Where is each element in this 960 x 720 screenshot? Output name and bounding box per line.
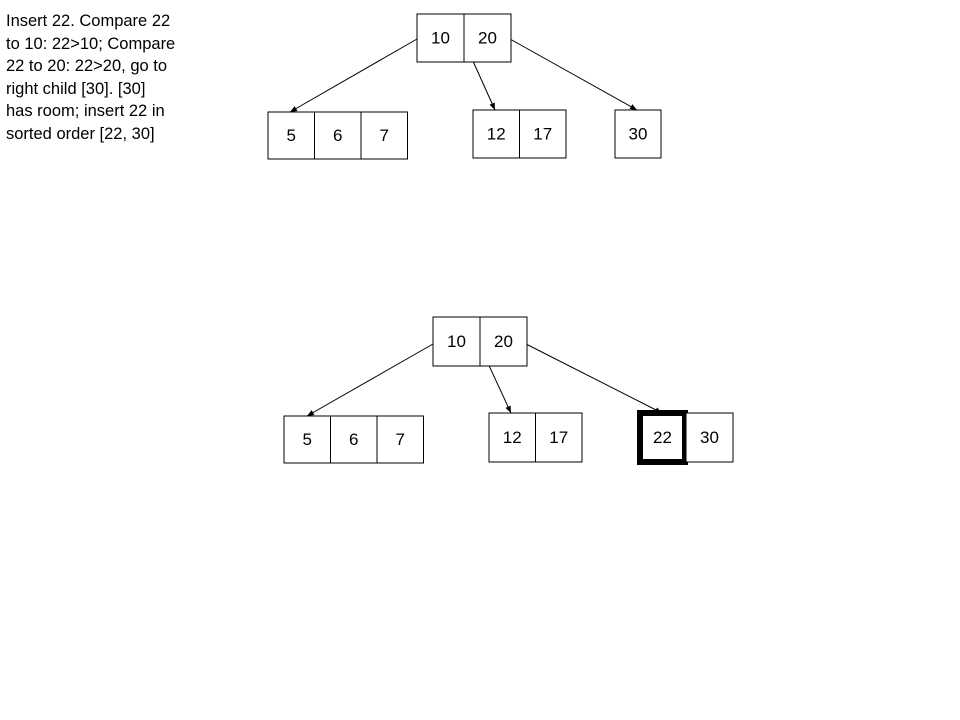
key-cell <box>283 415 331 464</box>
key-label: 22 <box>653 428 672 447</box>
child-pointer-arrow <box>289 38 418 113</box>
child-pointer-arrow <box>306 343 434 417</box>
key-cell <box>267 111 315 160</box>
key-label: 7 <box>396 430 405 449</box>
key-label: 10 <box>447 332 466 351</box>
key-cell <box>432 316 481 367</box>
key-cell <box>614 109 662 159</box>
key-cell <box>479 316 528 367</box>
key-cell <box>314 111 362 160</box>
key-label: 6 <box>333 126 342 145</box>
after-root-node: 10 20 <box>432 316 528 367</box>
key-label: 17 <box>533 125 552 144</box>
highlighted-key-cell <box>638 412 687 463</box>
key-cell <box>685 412 734 463</box>
before-child-node-1: 5 6 7 <box>267 111 408 160</box>
key-cell <box>535 412 583 463</box>
after-child-node-2: 12 17 <box>488 412 583 463</box>
key-cell <box>488 412 536 463</box>
key-cell <box>376 415 424 464</box>
key-cell <box>463 13 512 63</box>
key-cell <box>519 109 567 159</box>
before-child-node-3: 30 <box>614 109 662 159</box>
key-label: 10 <box>431 29 450 48</box>
key-label: 12 <box>487 125 506 144</box>
child-pointer-arrow <box>509 38 638 111</box>
key-cell <box>416 13 465 63</box>
key-label: 12 <box>503 428 522 447</box>
key-label: 7 <box>380 126 389 145</box>
key-label: 5 <box>303 430 312 449</box>
key-label: 30 <box>700 428 719 447</box>
step-description: Insert 22. Compare 22 to 10: 22>10; Comp… <box>6 12 176 143</box>
before-child-node-2: 12 17 <box>472 109 567 159</box>
key-label: 5 <box>287 126 296 145</box>
key-label: 20 <box>478 29 497 48</box>
key-cell <box>360 111 408 160</box>
key-label: 17 <box>549 428 568 447</box>
key-label: 6 <box>349 430 358 449</box>
key-label: 30 <box>629 125 648 144</box>
child-pointer-arrow <box>525 343 663 414</box>
after-child-node-3: 22 30 <box>637 410 734 465</box>
key-cell <box>472 109 520 159</box>
key-label: 20 <box>494 332 513 351</box>
before-root-node: 10 20 <box>416 13 512 63</box>
new-key-highlight-border <box>637 410 688 465</box>
after-child-node-1: 5 6 7 <box>283 415 424 464</box>
